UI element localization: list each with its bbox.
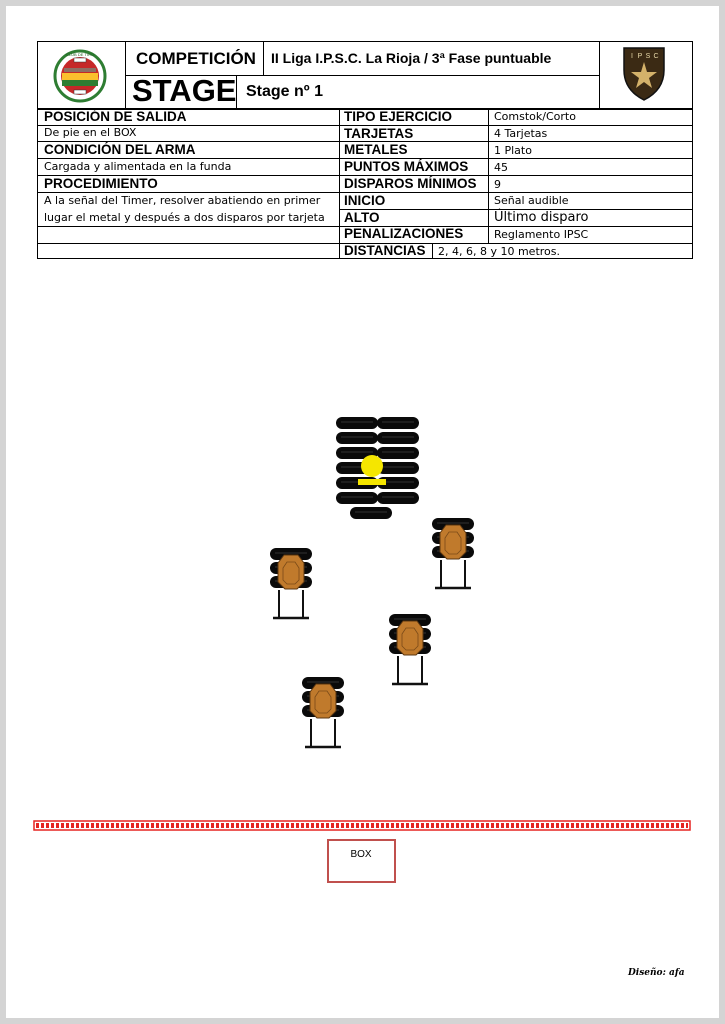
- alto-value: Último disparo: [494, 210, 589, 225]
- puntos-label: PUNTOS MÁXIMOS: [344, 159, 469, 174]
- stage-label: STAGE: [132, 73, 237, 108]
- distancias-label: DISTANCIAS: [344, 243, 426, 258]
- inicio-value: Señal audible: [494, 194, 569, 207]
- target-1: [270, 548, 312, 618]
- procedimiento-label: PROCEDIMIENTO: [44, 176, 158, 191]
- metal-plate: [358, 455, 386, 485]
- penalizaciones-label: PENALIZACIONES: [344, 226, 464, 241]
- tarjetas-value: 4 Tarjetas: [494, 127, 548, 140]
- distancias-value: 2, 4, 6, 8 y 10 metros.: [438, 245, 561, 258]
- tipo-label: TIPO EJERCICIO: [344, 109, 453, 124]
- puntos-value: 45: [494, 161, 508, 174]
- info-table: [37, 109, 693, 259]
- condicion-label: CONDICIÓN DEL ARMA: [44, 142, 196, 157]
- shooting-box: [327, 839, 396, 883]
- ipsc-logo: I P S C: [623, 47, 665, 101]
- disparos-value: 9: [494, 178, 501, 191]
- header-box: [37, 41, 693, 109]
- ipsc-letter-p: P: [638, 53, 643, 60]
- club-logo-text: CLUB DE TIRO: [66, 52, 94, 57]
- inicio-label: INICIO: [344, 193, 386, 208]
- stage-diagram: BOX: [33, 416, 691, 883]
- procedimiento-line-2: lugar el metal y después a dos disparos …: [44, 211, 325, 224]
- fault-line: [33, 820, 691, 831]
- target-2: [432, 518, 474, 588]
- procedimiento-line-1: A la señal del Timer, resolver abatiendo…: [44, 194, 321, 207]
- penalizaciones-value: Reglamento IPSC: [494, 228, 589, 241]
- posicion-label: POSICIÓN DE SALIDA: [44, 109, 187, 124]
- metales-value: 1 Plato: [494, 144, 532, 157]
- box-label: BOX: [350, 849, 371, 860]
- ipsc-letter-s: S: [646, 53, 651, 60]
- ipsc-letter-c: C: [653, 53, 658, 60]
- disparos-label: DISPAROS MÍNIMOS: [344, 176, 477, 191]
- target-4: [302, 677, 344, 747]
- condicion-value: Cargada y alimentada en la funda: [44, 160, 232, 173]
- competition-value: II Liga I.P.S.C. La Rioja / 3ª Fase punt…: [271, 50, 552, 66]
- target-3: [389, 614, 431, 684]
- ipsc-letter-i: I: [631, 53, 633, 60]
- tarjetas-label: TARJETAS: [344, 126, 414, 141]
- metales-label: METALES: [344, 142, 408, 157]
- stage-value: Stage nº 1: [246, 83, 323, 100]
- posicion-value: De pie en el BOX: [44, 126, 137, 139]
- tipo-value: Comstok/Corto: [494, 110, 576, 123]
- alto-label: ALTO: [344, 210, 380, 225]
- stage-sheet: CLUB DE TIRO COMPETICIÓN II Liga I.P.S.C…: [6, 6, 719, 1018]
- design-credit: Diseño: afa: [628, 968, 685, 978]
- club-logo: CLUB DE TIRO: [53, 49, 107, 103]
- competition-label: COMPETICIÓN: [136, 49, 256, 68]
